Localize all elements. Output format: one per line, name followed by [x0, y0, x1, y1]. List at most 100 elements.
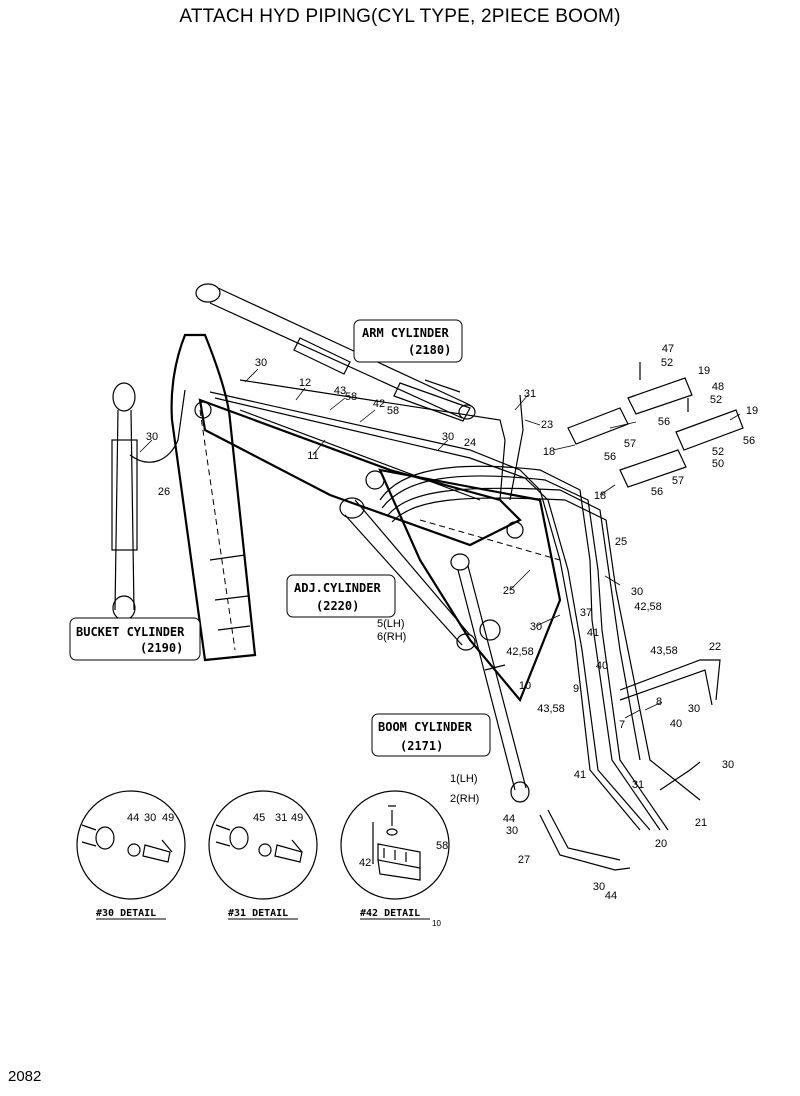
detail-31-caption: #31 DETAIL	[228, 908, 288, 919]
bucket-cylinder-callout: BUCKET CYLINDER (2190)	[69, 617, 201, 661]
part-label: 57	[672, 475, 684, 487]
part-label: 30	[631, 586, 643, 598]
detail-30: 44 30 49 #30 DETAIL	[76, 790, 186, 920]
arm-cylinder-name: ARM CYLINDER	[362, 326, 449, 340]
part-label: 19	[698, 365, 710, 377]
part-label: 43,58	[650, 645, 678, 657]
adj-cylinder-name: ADJ.CYLINDER	[294, 581, 381, 595]
part-label: 50	[712, 458, 724, 470]
part-label: 23	[541, 419, 553, 431]
part-label: 7	[619, 719, 625, 731]
part-label: 30	[530, 621, 542, 633]
part-label: 24	[464, 437, 476, 449]
part-label: 48	[712, 381, 724, 393]
part-label: 43	[334, 385, 346, 397]
part-label: 30	[688, 703, 700, 715]
part-label: 58	[387, 405, 399, 417]
detail-31: 45 31 49 #31 DETAIL	[208, 790, 318, 920]
boom-cylinder-callout: BOOM CYLINDER (2171) 1(LH) 2(RH)	[371, 713, 491, 805]
arm-cylinder-callout: ARM CYLINDER (2180)	[353, 319, 463, 363]
part-label: 11	[307, 450, 318, 462]
bucket-cylinder-name: BUCKET CYLINDER	[76, 625, 185, 639]
part-label: 10	[519, 680, 531, 692]
detail-42-part: 58	[436, 840, 448, 852]
part-label: 56	[604, 451, 616, 463]
part-label: 37	[580, 607, 592, 619]
part-label: 21	[695, 817, 707, 829]
leader-lines	[139, 368, 741, 719]
part-label: 22	[709, 641, 721, 653]
boom-cylinder-code: (2171)	[400, 739, 443, 753]
part-label: 25	[503, 585, 515, 597]
part-label: 18	[594, 490, 606, 502]
arm-cylinder-drawing	[195, 283, 476, 422]
part-label: 52	[710, 394, 722, 406]
part-label: 52	[661, 357, 673, 369]
tube-clamp-blocks	[567, 362, 744, 488]
part-label: 43,58	[537, 703, 565, 715]
part-label: 8	[656, 696, 662, 708]
part-label: 47	[662, 343, 674, 355]
part-label: 41	[574, 769, 586, 781]
part-label: 26	[158, 486, 170, 498]
hydraulic-hose-runs	[209, 379, 721, 871]
detail-30-caption: #30 DETAIL	[96, 908, 156, 919]
page-number: 2082	[8, 1068, 42, 1085]
adj-cylinder-drawing	[339, 497, 476, 651]
small-sheet-mark: 10	[432, 919, 441, 928]
detail-30-part: 49	[162, 812, 174, 824]
detail-31-part: 49	[291, 812, 303, 824]
detail-42-caption: #42 DETAIL	[360, 908, 420, 919]
detail-31-part: 45	[253, 812, 265, 824]
part-label: 19	[746, 405, 758, 417]
part-label: 30	[722, 759, 734, 771]
part-label: 42,58	[634, 601, 662, 613]
part-label: 30	[506, 825, 518, 837]
part-label: 40	[596, 660, 608, 672]
part-label: 20	[655, 838, 667, 850]
part-label: 18	[543, 446, 555, 458]
detail-42-part: 42	[359, 857, 371, 869]
part-label: 30	[146, 431, 158, 443]
part-label: 42	[373, 398, 385, 410]
page-title: ATTACH HYD PIPING(CYL TYPE, 2PIECE BOOM)	[179, 6, 621, 27]
detail-30-part: 44	[127, 812, 139, 824]
adj-cylinder-rh: 6(RH)	[377, 631, 406, 643]
part-label: 31	[524, 388, 536, 400]
part-label: 12	[299, 377, 311, 389]
part-label: 42,58	[506, 646, 534, 658]
detail-31-part: 31	[275, 812, 287, 824]
part-label: 41	[587, 627, 599, 639]
part-label: 30	[593, 881, 605, 893]
part-label: 58	[345, 391, 357, 403]
adj-cylinder-lh: 5(LH)	[377, 618, 405, 630]
part-label: 27	[518, 854, 530, 866]
part-label: 40	[670, 718, 682, 730]
bucket-cylinder-code: (2190)	[140, 641, 183, 655]
part-label: 25	[615, 536, 627, 548]
boom-cylinder-lh: 1(LH)	[450, 773, 478, 785]
part-label: 31	[632, 779, 644, 791]
part-label: 56	[651, 486, 663, 498]
part-label: 56	[658, 416, 670, 428]
part-label: 56	[743, 435, 755, 447]
detail-42: 42 58 #42 DETAIL	[340, 790, 450, 920]
part-label: 52	[712, 446, 724, 458]
arm-cylinder-code: (2180)	[408, 343, 451, 357]
part-label: 57	[624, 438, 636, 450]
part-number-labels: 30 12 43 58 42 58 11 30 24 31 23 30 26 4…	[146, 343, 758, 902]
boom-cylinder-drawing	[450, 553, 530, 803]
part-label: 9	[573, 683, 579, 695]
boom-cylinder-rh: 2(RH)	[450, 793, 479, 805]
part-label: 30	[442, 431, 454, 443]
boom-structure-drawing	[170, 333, 562, 703]
part-label: 44	[503, 813, 515, 825]
bucket-cylinder-drawing	[111, 382, 186, 621]
boom-cylinder-name: BOOM CYLINDER	[378, 720, 473, 734]
detail-30-part: 30	[144, 812, 156, 824]
adj-cylinder-callout: ADJ.CYLINDER (2220) 5(LH) 6(RH)	[286, 574, 406, 643]
adj-cylinder-code: (2220)	[316, 599, 359, 613]
part-label: 30	[255, 357, 267, 369]
part-label: 44	[605, 890, 617, 902]
